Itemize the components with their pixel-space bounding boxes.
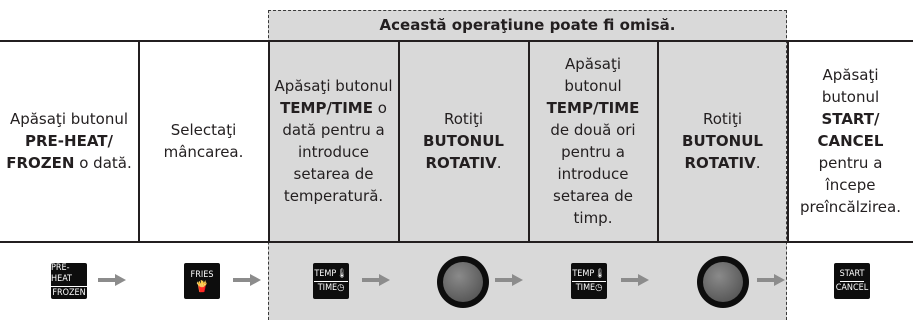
time-label: TIME bbox=[317, 282, 338, 293]
temp-time-button-icon: TEMP🌡 TIME◷ bbox=[571, 263, 607, 299]
fries-label: FRIES bbox=[190, 269, 214, 280]
step-7-post: pentru a începe preîncălzirea. bbox=[800, 154, 901, 216]
step-3-text: Apăsaţi butonul TEMP/TIME o dată pentru … bbox=[269, 41, 398, 241]
step-6-post: . bbox=[755, 154, 761, 172]
fries-button-icon: FRIES 🍟 bbox=[184, 263, 220, 299]
table-top-rule bbox=[0, 40, 913, 42]
arrow-right-icon bbox=[621, 274, 649, 286]
column-divider bbox=[268, 41, 270, 241]
temp-label: TEMP bbox=[314, 268, 337, 279]
step-6-pre: Rotiţi bbox=[702, 110, 743, 128]
fries-icon: 🍟 bbox=[195, 279, 209, 293]
optional-steps-header: Această operaţiune poate fi omisă. bbox=[379, 16, 676, 34]
step-4-bold: BUTONUL ROTATIV bbox=[423, 132, 504, 172]
arrow-right-icon bbox=[757, 274, 785, 286]
thermometer-icon: 🌡 bbox=[594, 268, 606, 279]
preheat-label: PRE-HEAT bbox=[51, 263, 87, 287]
step-6-bold: BUTONUL ROTATIV bbox=[682, 132, 763, 172]
step-4-post: . bbox=[496, 154, 502, 172]
temp-label: TEMP bbox=[572, 268, 595, 279]
table-mid-rule bbox=[0, 241, 913, 243]
step-1-bold: PRE-HEAT/ FROZEN bbox=[6, 132, 113, 172]
step-4-text: Rotiţi BUTONUL ROTATIV. bbox=[399, 41, 528, 241]
clock-icon: ◷ bbox=[595, 282, 603, 293]
step-3-bold: TEMP/TIME bbox=[280, 99, 373, 117]
arrow-right-icon bbox=[495, 274, 523, 286]
column-divider bbox=[138, 41, 140, 241]
step-5-text: Apăsaţi butonul TEMP/TIME de două ori pe… bbox=[529, 41, 657, 241]
step-3-post: o dată pentru a introduce setarea de tem… bbox=[282, 99, 387, 205]
step-2-text: Selectaţi mâncarea. bbox=[139, 41, 268, 241]
arrow-right-icon bbox=[233, 274, 261, 286]
step-5-pre: Apăsaţi butonul bbox=[564, 55, 622, 95]
start-cancel-button-icon: START CANCEL bbox=[834, 263, 870, 299]
temp-time-button-icon: TEMP🌡 TIME◷ bbox=[313, 263, 349, 299]
step-4-pre: Rotiţi bbox=[443, 110, 484, 128]
column-divider bbox=[528, 41, 530, 241]
start-label: START bbox=[839, 269, 865, 282]
frozen-label: FROZEN bbox=[52, 288, 86, 298]
step-5-post: de două ori pentru a introduce setarea d… bbox=[550, 121, 636, 227]
arrow-right-icon bbox=[98, 274, 126, 286]
rotary-knob-icon bbox=[697, 256, 749, 308]
clock-icon: ◷ bbox=[337, 282, 345, 293]
preheat-frozen-button-icon: PRE-HEAT FROZEN bbox=[51, 263, 87, 299]
step-1-text: Apăsaţi butonul PRE-HEAT/ FROZEN o dată. bbox=[0, 41, 138, 241]
column-divider bbox=[657, 41, 659, 241]
step-7-pre: Apăsaţi butonul bbox=[821, 66, 880, 106]
step-7-bold: START/ CANCEL bbox=[817, 110, 884, 150]
column-divider bbox=[787, 41, 789, 241]
thermometer-icon: 🌡 bbox=[336, 268, 348, 279]
step-6-text: Rotiţi BUTONUL ROTATIV. bbox=[658, 41, 787, 241]
step-3-pre: Apăsaţi butonul bbox=[274, 77, 393, 95]
step-1-pre: Apăsaţi butonul bbox=[9, 110, 129, 128]
rotary-knob-icon bbox=[437, 256, 489, 308]
arrow-right-icon bbox=[362, 274, 390, 286]
time-label: TIME bbox=[575, 282, 596, 293]
column-divider bbox=[398, 41, 400, 241]
step-5-bold: TEMP/TIME bbox=[546, 99, 640, 117]
step-1-post: o dată. bbox=[74, 154, 132, 172]
step-7-text: Apăsaţi butonul START/ CANCEL pentru a î… bbox=[788, 41, 913, 241]
step-2-pre: Selectaţi mâncarea. bbox=[163, 121, 244, 161]
cancel-label: CANCEL bbox=[835, 282, 869, 293]
